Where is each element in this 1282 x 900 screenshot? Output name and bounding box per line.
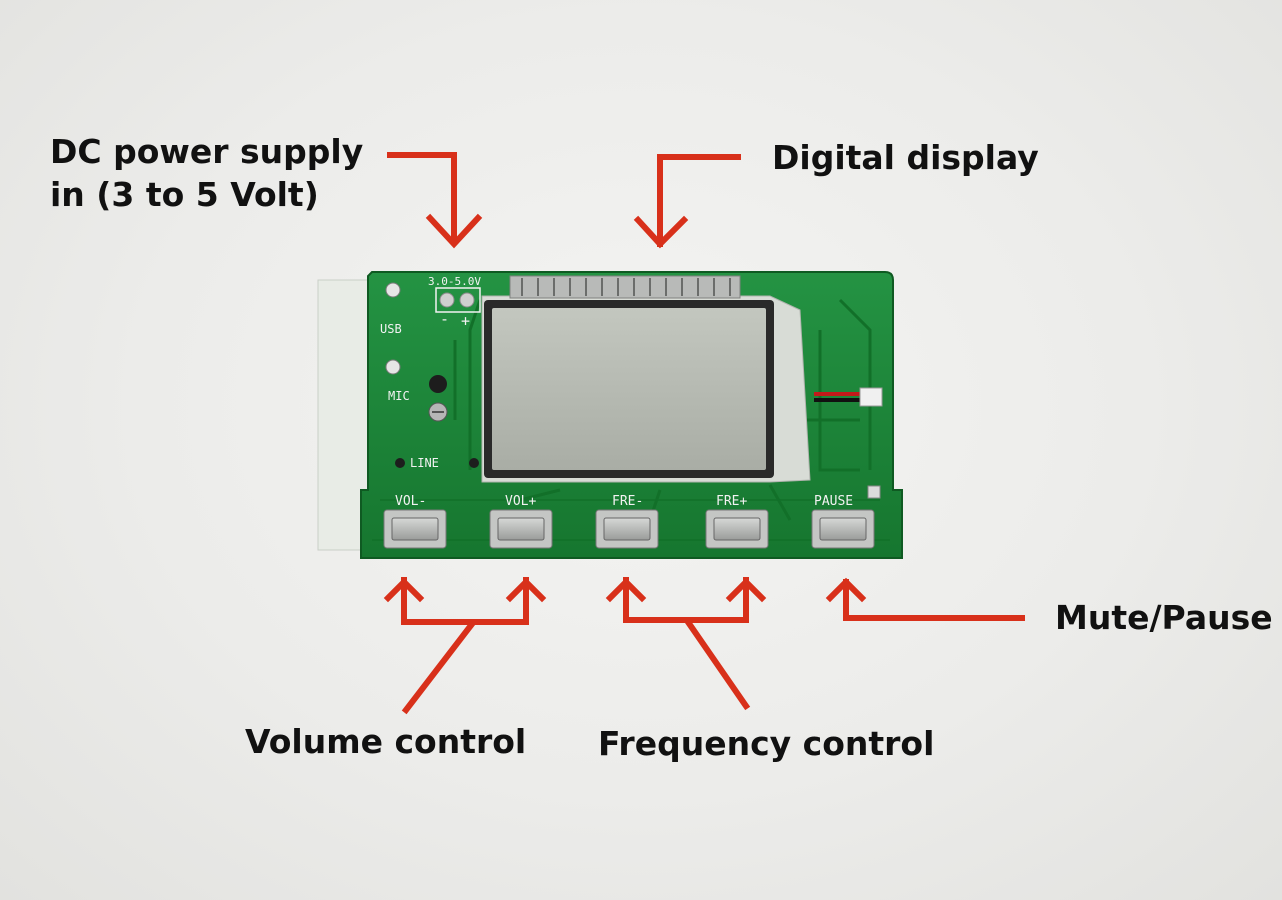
button-label-pause: PAUSE bbox=[814, 494, 853, 509]
line-jack-left bbox=[395, 458, 405, 468]
mute-pause-callout: Mute/Pause bbox=[1055, 598, 1273, 637]
usb-label: USB bbox=[380, 322, 402, 336]
button-label-fre-up: FRE+ bbox=[716, 494, 747, 509]
power-supply-line1: DC power supply bbox=[50, 132, 364, 171]
arrow-display bbox=[633, 154, 741, 249]
power-terminal bbox=[435, 287, 481, 313]
arrow-power bbox=[387, 152, 483, 249]
digital-display bbox=[481, 275, 811, 483]
line-label: LINE bbox=[410, 456, 439, 470]
button-label-vol-up: VOL+ bbox=[505, 494, 536, 509]
corner-pad bbox=[867, 485, 881, 499]
usb-led bbox=[385, 282, 401, 298]
digital-display-callout: Digital display bbox=[772, 138, 1039, 177]
component-dark bbox=[429, 375, 447, 393]
minus-label: - bbox=[440, 310, 449, 328]
plus-label: + bbox=[461, 312, 470, 330]
arrow-frequency bbox=[605, 577, 767, 711]
mic-label: MIC bbox=[388, 389, 410, 403]
wire-connector bbox=[859, 387, 883, 407]
power-supply-callout: DC power supply in (3 to 5 Volt) bbox=[50, 130, 363, 216]
fre-down-button[interactable] bbox=[595, 509, 659, 549]
button-label-fre-down: FRE- bbox=[612, 494, 643, 509]
line-jack-right bbox=[469, 458, 479, 468]
voltage-label: 3.0-5.0V bbox=[428, 275, 481, 288]
vol-up-button[interactable] bbox=[489, 509, 553, 549]
power-pin-negative bbox=[439, 292, 455, 308]
lcd-connector-pins bbox=[509, 275, 741, 299]
button-label-vol-down: VOL- bbox=[395, 494, 426, 509]
mic-led bbox=[385, 359, 401, 375]
power-supply-line2: in (3 to 5 Volt) bbox=[50, 175, 319, 214]
arrow-mute bbox=[825, 577, 1025, 621]
side-connector bbox=[317, 279, 369, 551]
arrow-volume bbox=[383, 577, 547, 715]
vol-down-button[interactable] bbox=[383, 509, 447, 549]
volume-control-callout: Volume control bbox=[245, 722, 527, 761]
power-pin-positive bbox=[459, 292, 475, 308]
frequency-control-callout: Frequency control bbox=[598, 724, 935, 763]
pause-button[interactable] bbox=[811, 509, 875, 549]
fre-up-button[interactable] bbox=[705, 509, 769, 549]
